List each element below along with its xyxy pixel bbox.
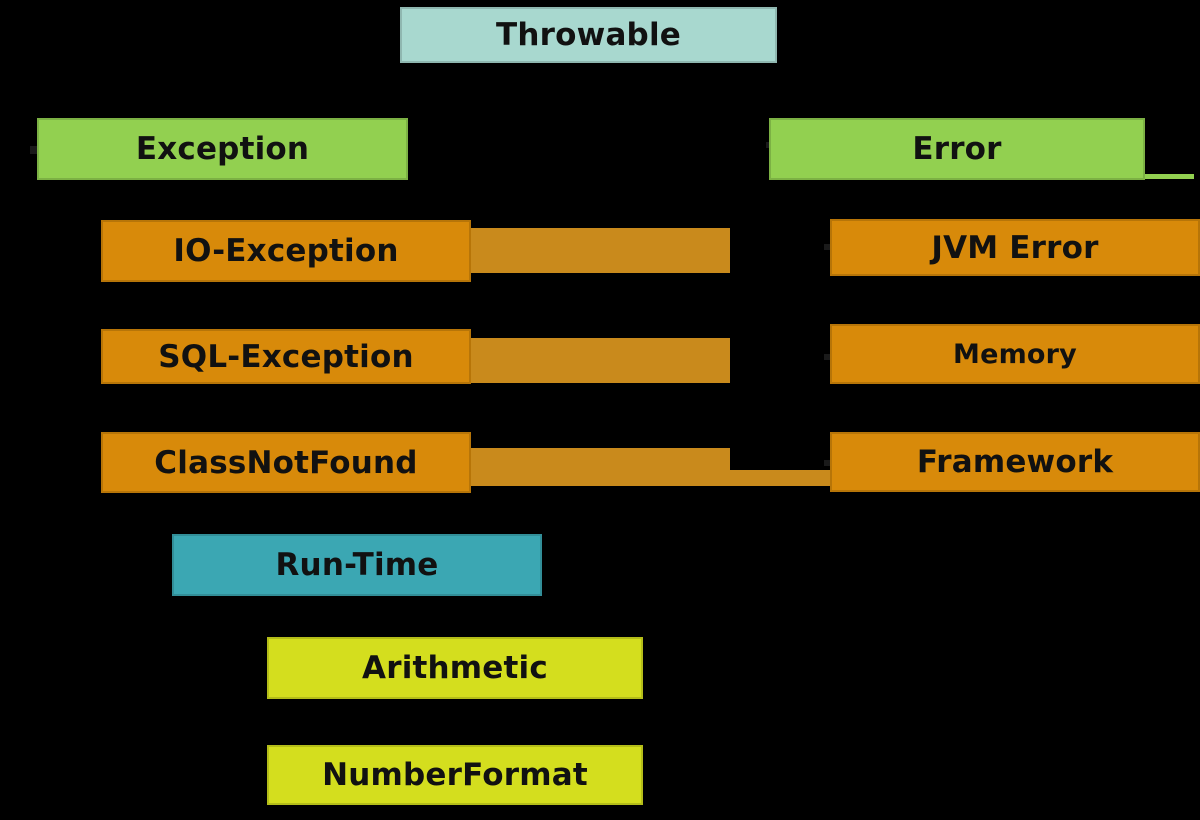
io-exception-node: IO-Exception [101, 220, 471, 282]
framework-tick [824, 460, 832, 466]
exception-node: Exception [37, 118, 408, 180]
throwable-node: Throwable [400, 7, 777, 63]
number-format-node: NumberFormat [267, 745, 643, 805]
framework-node: Framework [830, 432, 1200, 492]
jvm-tick [824, 244, 832, 250]
io-exception-connector [468, 228, 730, 273]
memory-tick [824, 354, 832, 360]
error-node: Error [769, 118, 1145, 180]
error-underline [1144, 174, 1194, 179]
class-not-found-node: ClassNotFound [101, 432, 471, 493]
sql-exception-node: SQL-Exception [101, 329, 471, 384]
memory-node: Memory [830, 324, 1200, 384]
class-not-found-connector [468, 448, 730, 472]
arithmetic-node: Arithmetic [267, 637, 643, 699]
framework-connector [468, 470, 832, 486]
run-time-node: Run-Time [172, 534, 542, 596]
exception-tick [30, 146, 38, 154]
jvm-error-node: JVM Error [830, 219, 1200, 276]
sql-exception-connector [468, 338, 730, 383]
